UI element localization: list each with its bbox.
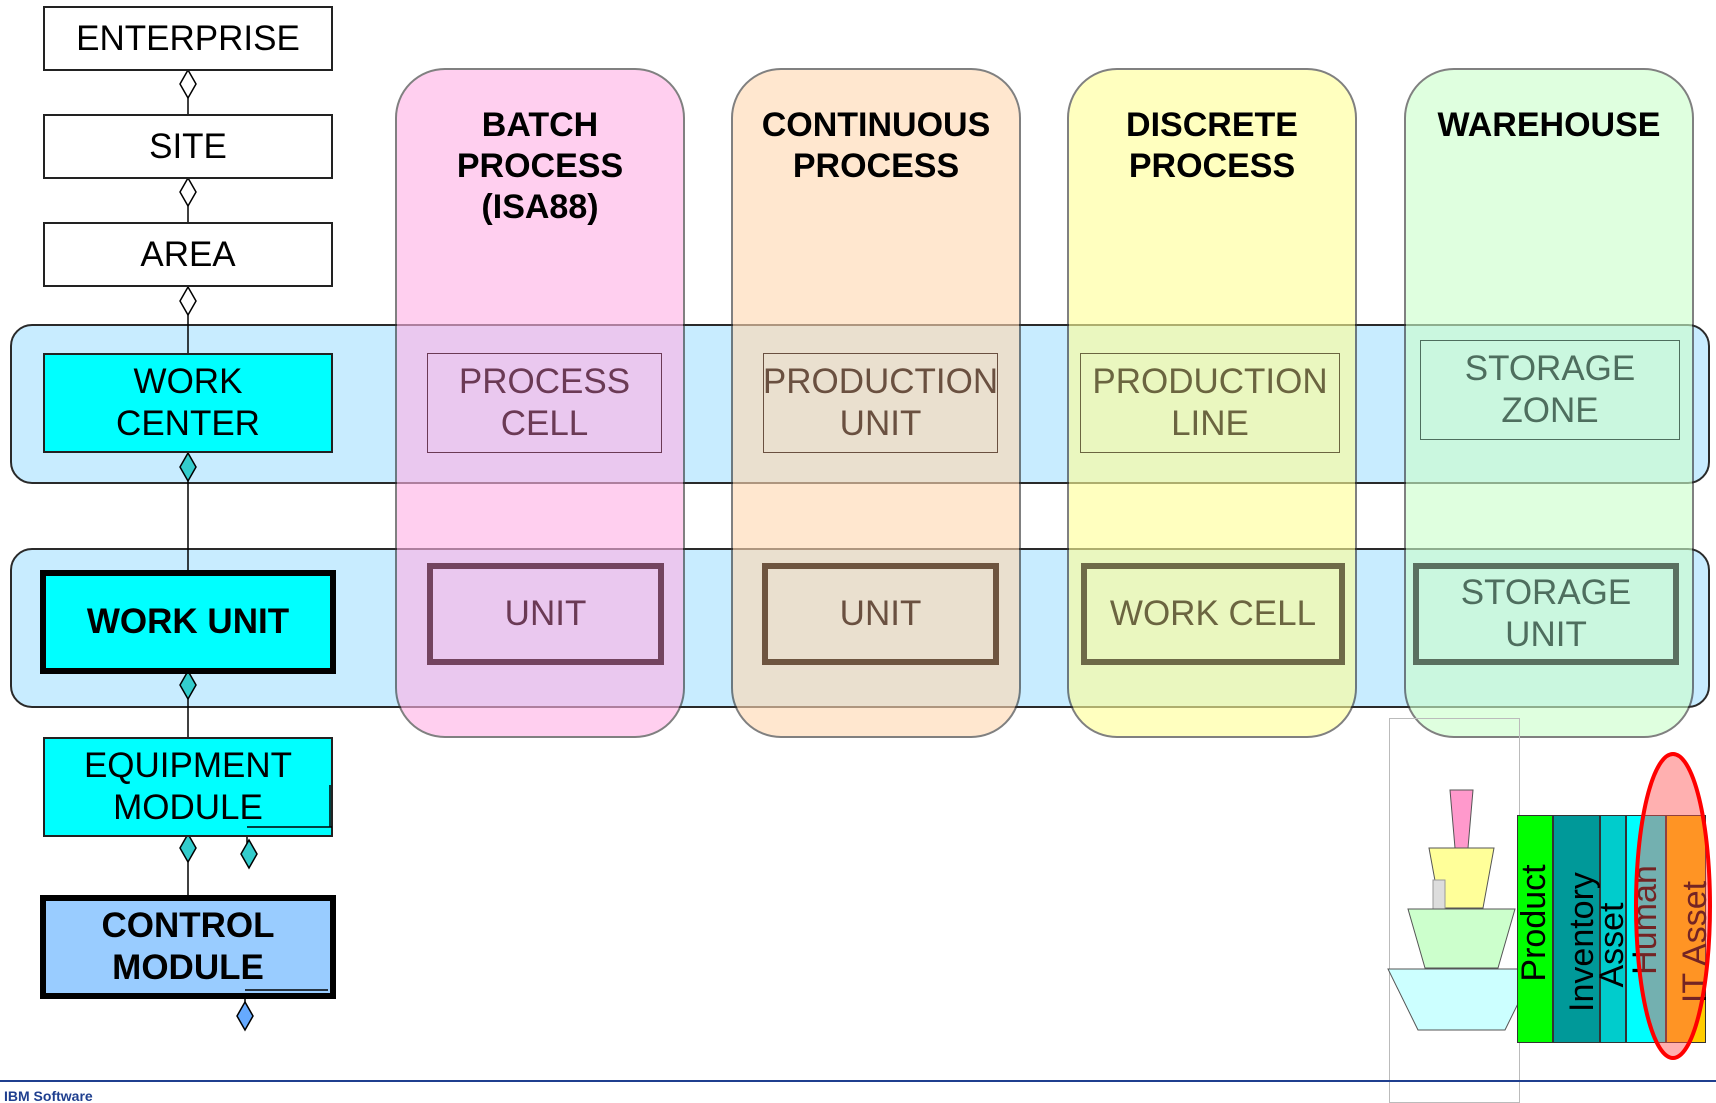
- box-line: STORAGE: [1464, 349, 1636, 388]
- box-line: PRODUCTION: [1092, 362, 1328, 401]
- process-cell-box: PROCESS CELL: [427, 353, 662, 453]
- title-line: PROCESS: [1128, 146, 1296, 185]
- enterprise-box: ENTERPRISE: [43, 6, 333, 71]
- box-line: CELL: [500, 404, 589, 443]
- box-line: LINE: [1171, 404, 1249, 443]
- box-line: UNIT: [839, 594, 922, 633]
- aggregation-diamond-icon: [179, 176, 197, 208]
- work-cell-box: WORK CELL: [1081, 563, 1345, 665]
- box-label: CENTER: [116, 404, 260, 443]
- title-line: CONTINUOUS: [761, 106, 991, 144]
- column-title-warehouse: WAREHOUSE: [1404, 105, 1694, 146]
- aggregation-diamond-icon: [179, 669, 197, 701]
- footer-text: IBM Software: [4, 1089, 93, 1103]
- box-line: PRODUCTION: [762, 362, 999, 401]
- title-line: PROCESS: [456, 146, 624, 185]
- aggregation-diamond-icon: [179, 68, 197, 100]
- legend-bar-product: [1517, 815, 1553, 1043]
- production-line-box: PRODUCTION LINE: [1080, 353, 1340, 453]
- control-module-box: CONTROL MODULE: [40, 895, 336, 999]
- box-line: PROCESS: [458, 362, 631, 401]
- box-line: ZONE: [1501, 391, 1599, 430]
- column-continuous-process: [731, 68, 1021, 738]
- aggregation-diamond-icon: [240, 838, 258, 870]
- pyramid-icon: [1387, 789, 1536, 1031]
- aggregation-diamond-icon: [236, 1000, 254, 1032]
- equipment-module-box: EQUIPMENT MODULE: [43, 737, 333, 837]
- box-line: UNIT: [504, 594, 587, 633]
- aggregation-diamond-icon: [179, 451, 197, 483]
- area-box: AREA: [43, 222, 333, 287]
- column-title-discrete: DISCRETE PROCESS: [1067, 105, 1357, 187]
- box-label: AREA: [140, 234, 236, 274]
- legend-bar-asset: [1600, 815, 1626, 1043]
- box-line: WORK CELL: [1109, 594, 1317, 633]
- column-batch-process: [395, 68, 685, 738]
- box-label: CONTROL: [101, 906, 275, 945]
- footer-rule: [0, 1080, 1716, 1082]
- title-line: BATCH: [481, 106, 599, 144]
- title-line: (ISA88): [481, 187, 599, 226]
- title-line: PROCESS: [792, 146, 960, 185]
- column-title-batch: BATCH PROCESS (ISA88): [395, 105, 685, 227]
- work-unit-box: WORK UNIT: [40, 570, 336, 674]
- box-label: SITE: [149, 126, 227, 166]
- unit-box-batch: UNIT: [427, 563, 664, 665]
- box-line: UNIT: [1505, 615, 1587, 654]
- legend-bar-inventory: [1553, 815, 1600, 1043]
- box-label: WORK UNIT: [86, 602, 290, 641]
- storage-unit-box: STORAGE UNIT: [1413, 563, 1679, 665]
- column-discrete-process: [1067, 68, 1357, 738]
- aggregation-diamond-icon: [179, 285, 197, 317]
- box-label: MODULE: [113, 788, 263, 827]
- title-line: DISCRETE: [1126, 106, 1298, 144]
- column-warehouse: [1404, 68, 1694, 738]
- legend-label-product: Product: [1515, 864, 1553, 982]
- box-label: WORK: [133, 362, 243, 401]
- title-line: WAREHOUSE: [1437, 106, 1661, 144]
- work-center-box: WORK CENTER: [43, 353, 333, 453]
- box-label: MODULE: [112, 948, 264, 987]
- highlight-ellipse-icon: [1634, 752, 1712, 1060]
- site-box: SITE: [43, 114, 333, 179]
- box-label: ENTERPRISE: [76, 18, 300, 58]
- box-line: STORAGE: [1460, 573, 1632, 612]
- box-line: UNIT: [839, 404, 922, 443]
- box-label: EQUIPMENT: [83, 746, 293, 785]
- column-title-continuous: CONTINUOUS PROCESS: [731, 105, 1021, 187]
- unit-box-continuous: UNIT: [762, 563, 999, 665]
- storage-zone-box: STORAGE ZONE: [1420, 340, 1680, 440]
- aggregation-diamond-icon: [179, 832, 197, 864]
- production-unit-box: PRODUCTION UNIT: [763, 353, 998, 453]
